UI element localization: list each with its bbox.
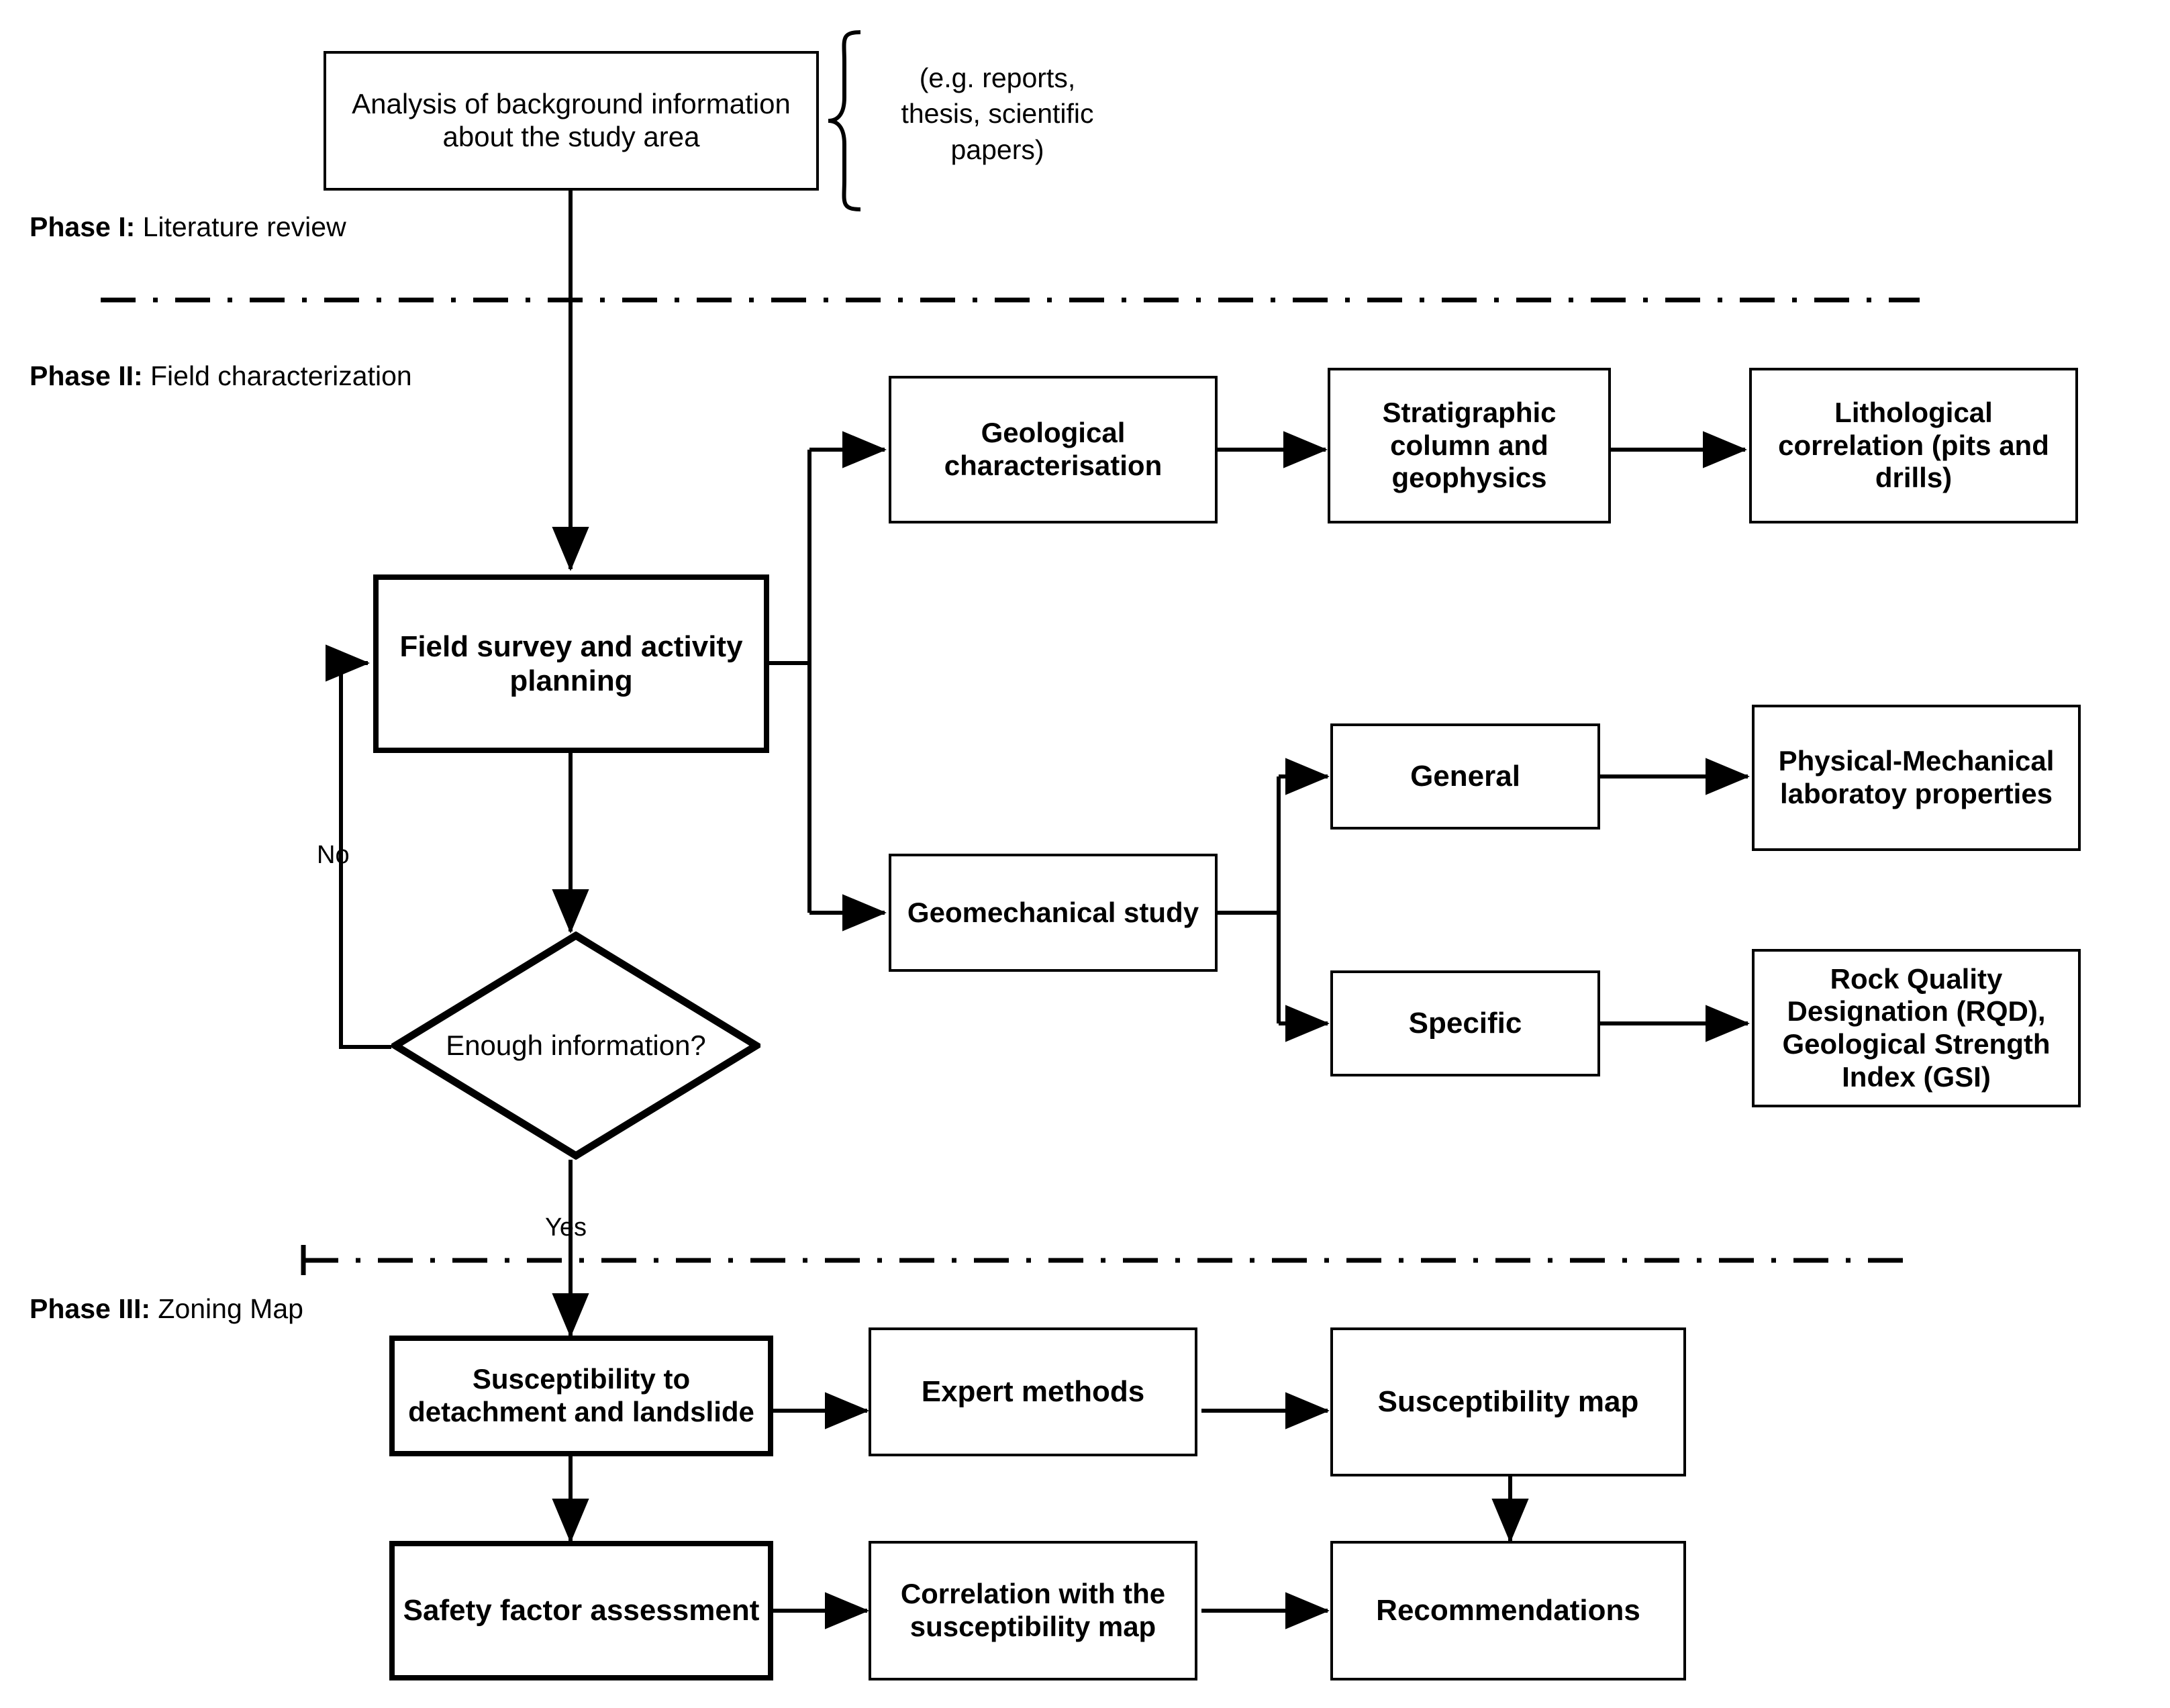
node-geomechanical-study[interactable]: Geomechanical study: [889, 854, 1218, 972]
curly-brace: [828, 30, 861, 211]
phase-label-3: Phase III: Zoning Map: [30, 1295, 303, 1323]
phase-label-1: Phase I: Literature review: [30, 213, 346, 241]
node-field-survey[interactable]: Field survey and activity planning: [373, 574, 769, 753]
edge-label-no: No: [317, 841, 350, 869]
phase-label-3-prefix: Phase III:: [30, 1293, 151, 1324]
node-specific[interactable]: Specific: [1330, 970, 1600, 1076]
node-background-analysis[interactable]: Analysis of background information about…: [324, 51, 819, 191]
node-susceptibility-detachment[interactable]: Susceptibility to detachment and landsli…: [389, 1336, 773, 1456]
node-lithological-correlation[interactable]: Lithological correlation (pits and drill…: [1749, 368, 2078, 523]
node-stratigraphic-column[interactable]: Stratigraphic column and geophysics: [1328, 368, 1611, 523]
node-expert-methods[interactable]: Expert methods: [869, 1327, 1197, 1456]
node-background-analysis-label: Analysis of background information about…: [352, 88, 791, 152]
node-rock-quality-label: Rock Quality Designation (RQD), Geologic…: [1782, 962, 2051, 1093]
node-lithological-correlation-label: Lithological correlation (pits and drill…: [1778, 396, 2049, 494]
node-recommendations-label: Recommendations: [1376, 1594, 1640, 1627]
phase-label-3-name: Zoning Map: [150, 1293, 303, 1324]
diamond-shape: [391, 932, 760, 1160]
node-correlation-susceptibility[interactable]: Correlation with the susceptibility map: [869, 1541, 1197, 1680]
node-susceptibility-map-label: Susceptibility map: [1377, 1385, 1639, 1419]
node-expert-methods-label: Expert methods: [921, 1375, 1145, 1409]
node-geological-characterisation[interactable]: Geological characterisation: [889, 376, 1218, 523]
node-safety-factor-label: Safety factor assessment: [403, 1594, 760, 1627]
sources-note: (e.g. reports, thesis, scientific papers…: [901, 62, 1094, 165]
node-enough-information-label: Enough information?: [446, 1029, 706, 1061]
node-susceptibility-map[interactable]: Susceptibility map: [1330, 1327, 1686, 1476]
node-field-survey-label: Field survey and activity planning: [399, 630, 743, 697]
phase-label-1-prefix: Phase I:: [30, 211, 136, 242]
phase-label-2-name: Field characterization: [142, 360, 412, 391]
node-susceptibility-detachment-label: Susceptibility to detachment and landsli…: [408, 1363, 754, 1427]
wire-no-loop: [326, 644, 391, 1049]
node-stratigraphic-column-label: Stratigraphic column and geophysics: [1382, 396, 1557, 494]
node-geological-characterisation-label: Geological characterisation: [944, 417, 1163, 481]
node-physical-mechanical[interactable]: Physical-Mechanical laboratoy properties: [1752, 705, 2081, 851]
phase-label-1-name: Literature review: [135, 211, 346, 242]
node-correlation-susceptibility-label: Correlation with the susceptibility map: [900, 1578, 1166, 1642]
node-general-label: General: [1410, 760, 1520, 793]
node-enough-information[interactable]: Enough information?: [391, 932, 760, 1160]
edge-label-yes: Yes: [545, 1213, 587, 1242]
phase-label-2: Phase II: Field characterization: [30, 362, 412, 390]
node-specific-label: Specific: [1408, 1007, 1522, 1040]
node-general[interactable]: General: [1330, 723, 1600, 830]
node-physical-mechanical-label: Physical-Mechanical laboratoy properties: [1778, 745, 2055, 809]
node-geomechanical-study-label: Geomechanical study: [907, 896, 1199, 928]
phase-label-2-prefix: Phase II:: [30, 360, 143, 391]
node-rock-quality[interactable]: Rock Quality Designation (RQD), Geologic…: [1752, 949, 2081, 1107]
node-recommendations[interactable]: Recommendations: [1330, 1541, 1686, 1680]
node-safety-factor[interactable]: Safety factor assessment: [389, 1541, 773, 1680]
